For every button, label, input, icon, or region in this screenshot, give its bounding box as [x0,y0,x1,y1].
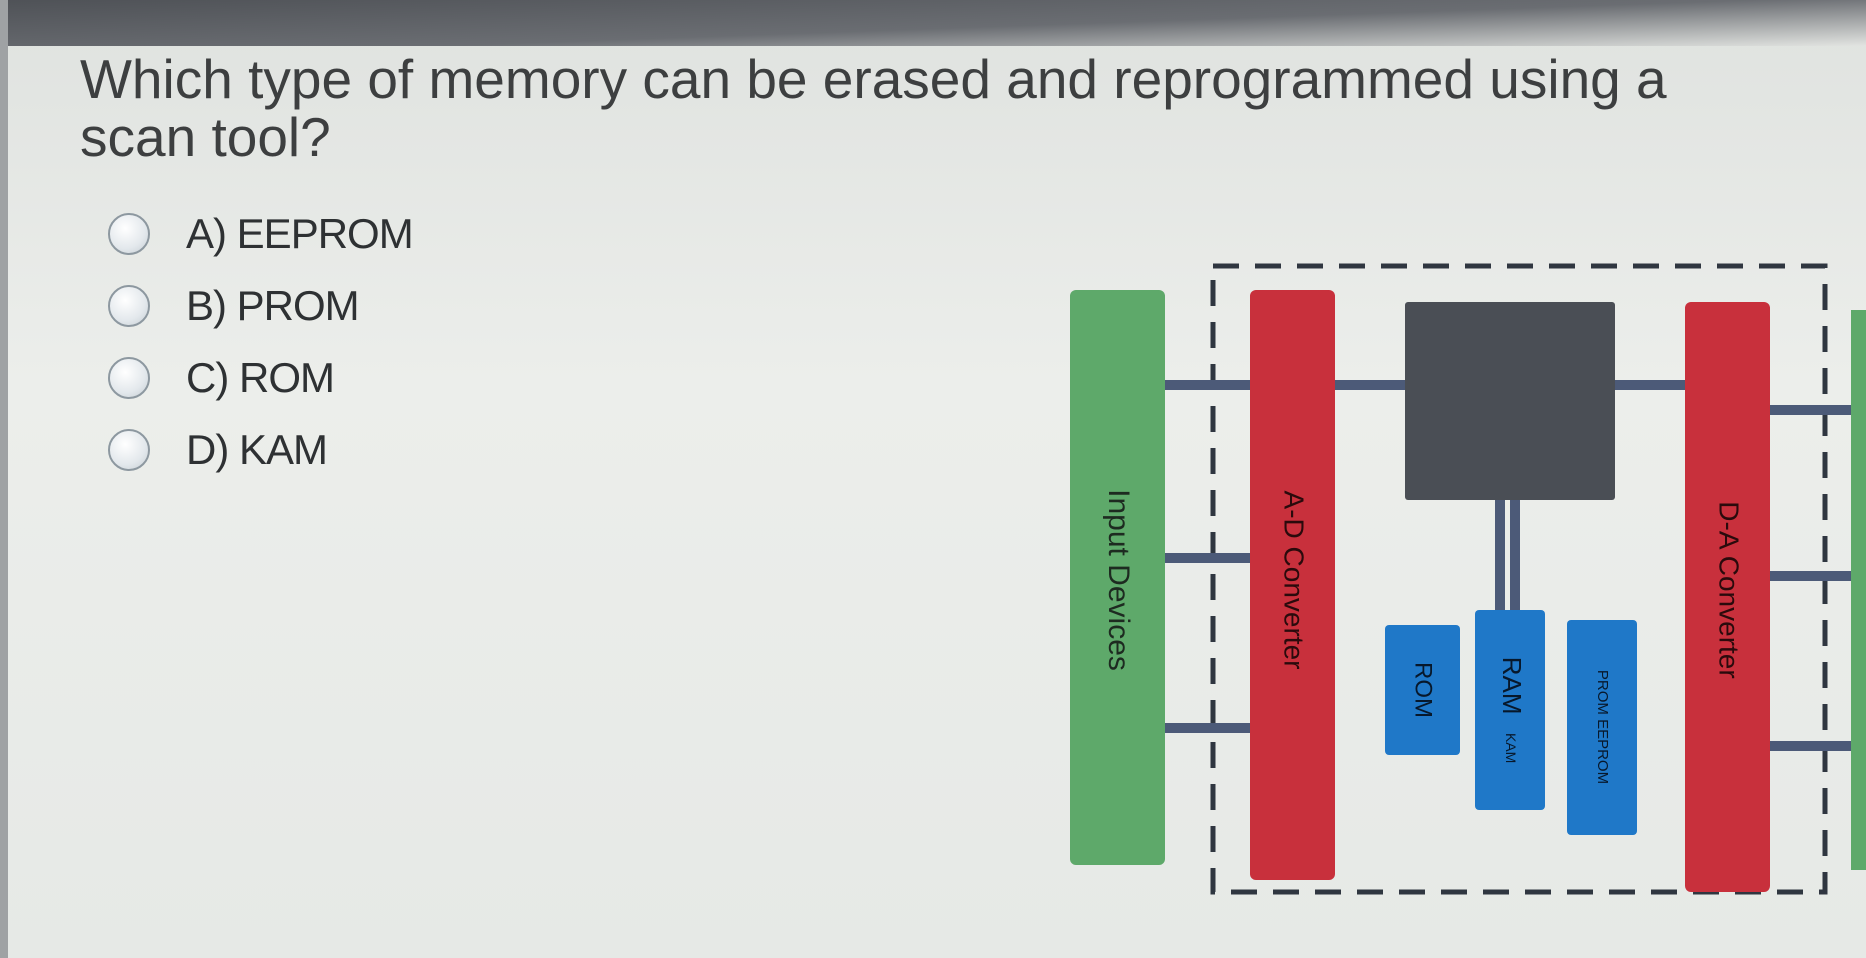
monitor-bezel-left [0,0,8,958]
a-d-converter-label: A-D Converter [1279,491,1310,670]
ram-sub-label: KAM [1503,733,1519,763]
ram-main-label: RAM [1497,657,1527,715]
option-b[interactable]: B) PROM [108,270,413,342]
option-a[interactable]: A) EEPROM [108,198,414,270]
rom-block [1385,625,1460,755]
d-a-converter-label: D-A Converter [1714,501,1745,678]
a-d-converter-block [1250,290,1335,880]
option-d[interactable]: D) KAM [108,414,413,486]
option-label: D) KAM [186,426,328,473]
radio-button[interactable] [108,285,150,327]
option-label: B) PROM [186,282,360,329]
prom-eeprom-label: PROM EEPROM [1594,670,1611,784]
radio-button[interactable] [108,429,150,471]
ram-label: RAM KAM [1497,657,1527,764]
output-devices-block [1851,310,1866,870]
option-label: A) EEPROM [186,210,414,257]
computer-block-diagram: Input Devices A-D Converter ROM RAM KAM … [1070,263,1866,895]
answer-options: A) EEPROM B) PROM C) ROM D) KAM [108,198,414,486]
d-a-converter-block [1685,302,1770,892]
input-devices-block [1070,290,1165,865]
input-devices-label: Input Devices [1102,489,1135,671]
option-c[interactable]: C) ROM [108,342,413,414]
ram-block [1475,610,1545,810]
rom-label: ROM [1410,662,1437,718]
radio-button[interactable] [108,213,150,255]
monitor-bezel-top [0,0,1866,46]
bus-lines [1165,380,1866,751]
microprocessor-block [1405,302,1615,500]
radio-button[interactable] [108,357,150,399]
prom-eeprom-block [1567,620,1637,835]
option-label: C) ROM [186,354,335,401]
question-text: Which type of memory can be erased and r… [80,48,1667,168]
